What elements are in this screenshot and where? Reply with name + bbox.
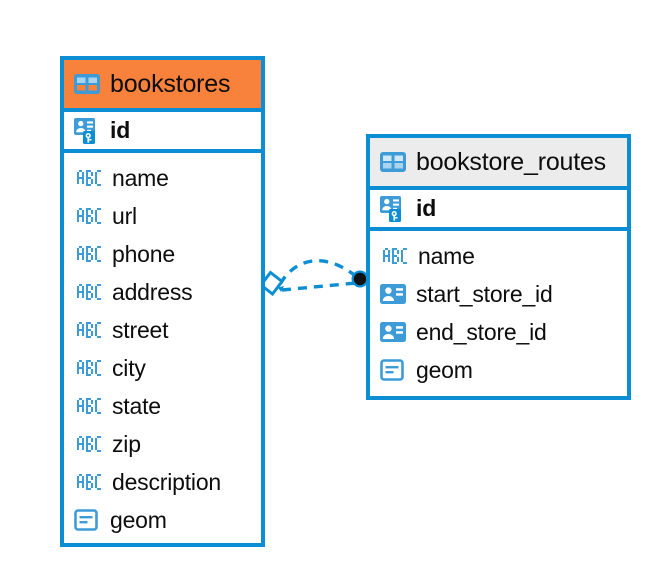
- relationship-line-lower: [281, 281, 357, 292]
- geometry-icon: [74, 509, 100, 531]
- abc-text-icon: [74, 208, 102, 224]
- foreign-key-icon: [380, 322, 406, 342]
- abc-text-icon: [74, 360, 102, 376]
- field-row-city[interactable]: city: [64, 349, 261, 387]
- field-label-geom: geom: [110, 506, 167, 533]
- field-label-end-store-id: end_store_id: [416, 318, 547, 345]
- primary-key-icon: [74, 117, 100, 144]
- field-row-phone[interactable]: phone: [64, 235, 261, 273]
- field-label-start-store-id: start_store_id: [416, 280, 553, 307]
- field-row-routes-id[interactable]: id: [370, 186, 627, 231]
- field-row-address[interactable]: address: [64, 273, 261, 311]
- field-label-phone: phone: [112, 240, 175, 267]
- primary-key-icon: [380, 195, 406, 222]
- field-label-zip: zip: [112, 430, 141, 457]
- field-row-routes-geom[interactable]: geom: [370, 351, 627, 389]
- table-icon: [74, 74, 100, 94]
- field-row-url[interactable]: url: [64, 197, 261, 235]
- field-label-name: name: [112, 164, 169, 191]
- abc-text-icon: [74, 246, 102, 262]
- field-row-name[interactable]: name: [64, 159, 261, 197]
- field-label-url: url: [112, 202, 137, 229]
- field-row-street[interactable]: street: [64, 311, 261, 349]
- geometry-icon: [380, 359, 406, 381]
- relationship-line-upper: [278, 259, 360, 285]
- field-row-zip[interactable]: zip: [64, 425, 261, 463]
- field-label-routes-geom: geom: [416, 356, 473, 383]
- table-icon: [380, 152, 406, 172]
- field-label-description: description: [112, 468, 222, 495]
- field-row-id[interactable]: id: [64, 108, 261, 153]
- field-label-city: city: [112, 354, 146, 381]
- entity-header-bookstores[interactable]: bookstores: [64, 60, 261, 108]
- field-list-bookstore-routes: name start_store_id: [370, 231, 627, 393]
- field-row-state[interactable]: state: [64, 387, 261, 425]
- field-list-bookstores: name u: [64, 153, 261, 543]
- field-label-routes-name: name: [418, 242, 475, 269]
- field-row-geom[interactable]: geom: [64, 501, 261, 539]
- abc-text-icon: [380, 248, 408, 264]
- field-label-id: id: [110, 117, 131, 143]
- entity-header-bookstore-routes[interactable]: bookstore_routes: [370, 138, 627, 186]
- relationship-connector[interactable]: [258, 248, 374, 314]
- entity-bookstore-routes[interactable]: bookstore_routes: [366, 134, 631, 400]
- abc-text-icon: [74, 436, 102, 452]
- entity-bookstores[interactable]: bookstores: [60, 56, 265, 547]
- field-row-end-store-id[interactable]: end_store_id: [370, 313, 627, 351]
- field-label-routes-id: id: [416, 195, 437, 221]
- field-label-state: state: [112, 392, 161, 419]
- abc-text-icon: [74, 398, 102, 414]
- abc-text-icon: [74, 170, 102, 186]
- abc-text-icon: [74, 284, 102, 300]
- foreign-key-icon: [380, 284, 406, 304]
- field-row-start-store-id[interactable]: start_store_id: [370, 275, 627, 313]
- field-row-routes-name[interactable]: name: [370, 237, 627, 275]
- field-label-address: address: [112, 278, 193, 305]
- field-label-street: street: [112, 316, 169, 343]
- field-row-description[interactable]: description: [64, 463, 261, 501]
- entity-title-bookstores: bookstores: [110, 69, 231, 98]
- abc-text-icon: [74, 474, 102, 490]
- abc-text-icon: [74, 322, 102, 338]
- entity-title-bookstore-routes: bookstore_routes: [416, 147, 606, 176]
